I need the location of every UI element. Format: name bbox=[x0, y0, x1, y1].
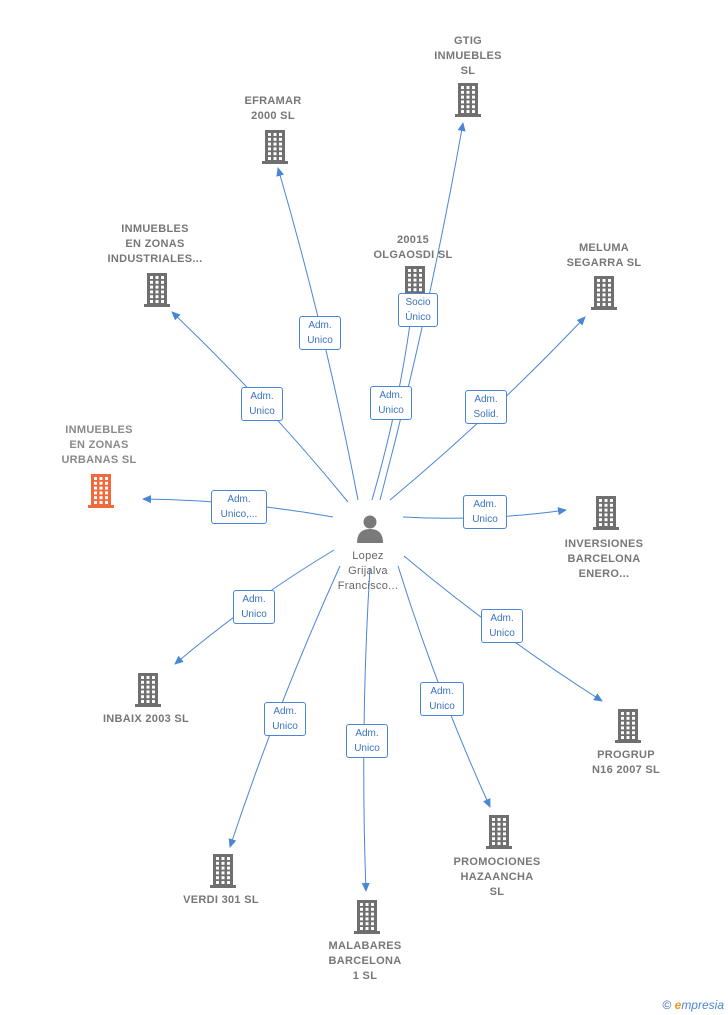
copyright-icon: © bbox=[662, 998, 672, 1012]
company-label-progrup[interactable]: PROGRUP N16 2007 SL bbox=[591, 749, 661, 776]
building-icon-meluma[interactable] bbox=[591, 276, 617, 310]
edge-label-inversiones[interactable]: Adm. Unico bbox=[463, 495, 507, 529]
building-icon-promociones[interactable] bbox=[486, 815, 512, 849]
footer-brand: © empresia bbox=[662, 998, 724, 1012]
edge-label-inbaix[interactable]: Adm. Unico bbox=[233, 590, 275, 624]
building-icon-inmuebles-urbanas[interactable] bbox=[88, 474, 114, 508]
building-icon-progrup[interactable] bbox=[615, 709, 641, 743]
company-label-malabares[interactable]: MALABARES BARCELONA 1 SL bbox=[328, 940, 402, 982]
edge-label-eframar[interactable]: Adm. Unico bbox=[299, 316, 341, 350]
company-label-meluma[interactable]: MELUMA SEGARRA SL bbox=[566, 242, 642, 269]
building-icon-inbaix[interactable] bbox=[135, 673, 161, 707]
center-person-label[interactable]: Lopez Grijalva Francisco... bbox=[337, 550, 399, 592]
edge-label-meluma[interactable]: Adm. Solid. bbox=[465, 390, 507, 424]
edge-label-inmuebles-industriales[interactable]: Adm. Unico bbox=[241, 387, 283, 421]
edge-label-gtig[interactable]: Socio Único bbox=[398, 293, 438, 327]
edge-label-promociones[interactable]: Adm. Unico bbox=[420, 682, 464, 716]
company-label-inversiones[interactable]: INVERSIONES BARCELONA ENERO... bbox=[564, 538, 644, 580]
building-icon-inversiones[interactable] bbox=[593, 496, 619, 530]
company-label-gtig[interactable]: GTIG INMUEBLES SL bbox=[434, 35, 502, 77]
edge-label-verdi[interactable]: Adm. Unico bbox=[264, 702, 306, 736]
building-icon-gtig[interactable] bbox=[455, 83, 481, 117]
company-label-olgaosdi[interactable]: 20015 OLGAOSDI SL bbox=[373, 234, 453, 261]
brand-logo-text: mpresia bbox=[681, 998, 724, 1012]
company-label-inmuebles-urbanas[interactable]: INMUEBLES EN ZONAS URBANAS SL bbox=[61, 424, 137, 466]
edge-label-inmuebles-urbanas[interactable]: Adm. Unico,... bbox=[211, 490, 267, 524]
person-icon[interactable] bbox=[357, 515, 383, 544]
building-icon-inmuebles-industriales[interactable] bbox=[144, 273, 170, 307]
edge-label-progrup[interactable]: Adm. Unico bbox=[481, 609, 523, 643]
building-icon-verdi[interactable] bbox=[210, 854, 236, 888]
company-label-inmuebles-industriales[interactable]: INMUEBLES EN ZONAS INDUSTRIALES... bbox=[107, 223, 203, 265]
company-label-promociones[interactable]: PROMOCIONES HAZAANCHA SL bbox=[453, 856, 541, 898]
edge-label-olgaosdi[interactable]: Adm. Unico bbox=[370, 386, 412, 420]
brand-logo-initial: e bbox=[674, 998, 682, 1012]
building-icon-malabares[interactable] bbox=[354, 900, 380, 934]
company-label-inbaix[interactable]: INBAIX 2003 SL bbox=[102, 713, 190, 725]
edge-label-malabares[interactable]: Adm. Unico bbox=[346, 724, 388, 758]
company-label-eframar[interactable]: EFRAMAR 2000 SL bbox=[244, 95, 302, 122]
company-label-verdi[interactable]: VERDI 301 SL bbox=[183, 894, 259, 906]
building-icon-eframar[interactable] bbox=[262, 130, 288, 164]
